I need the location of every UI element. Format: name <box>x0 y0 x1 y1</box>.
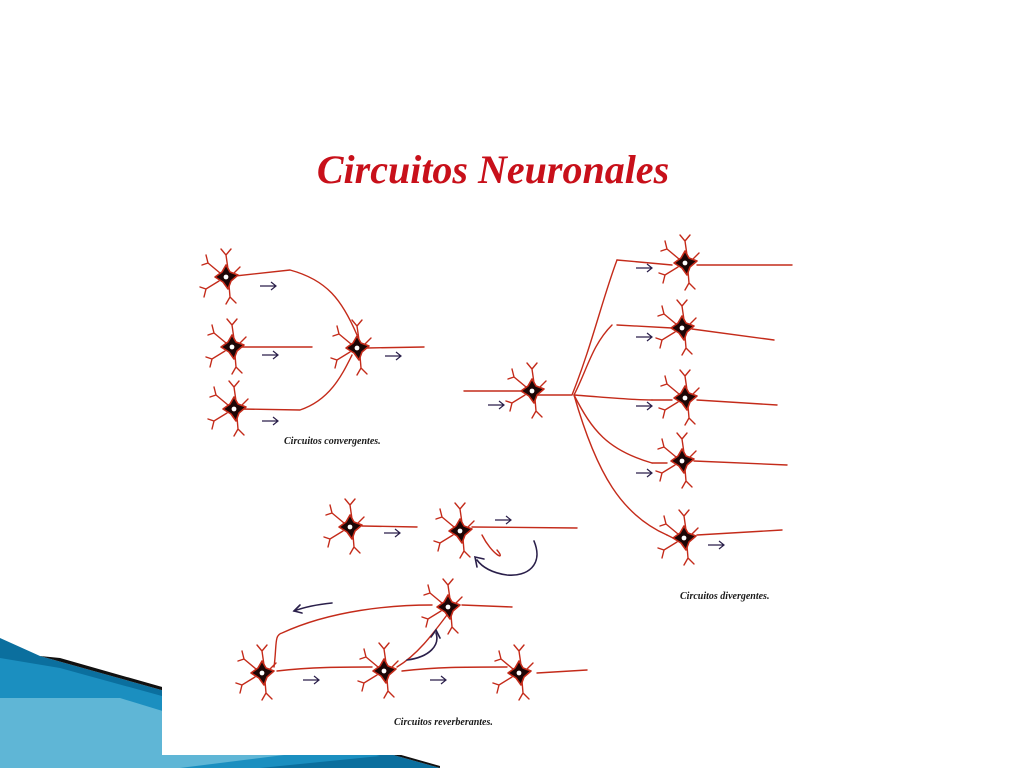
neuron-nucleus <box>231 406 237 412</box>
signal-arrow <box>430 675 447 685</box>
signal-arrow <box>385 351 402 361</box>
rev-bottom-axon-4 <box>536 669 588 674</box>
neuron-16 <box>492 644 534 701</box>
bottom-reverb-up-head <box>430 628 441 639</box>
neuron-14 <box>235 644 277 701</box>
neuron-circuits-figure: Circuitos convergentes. Circuitos diverg… <box>162 205 824 755</box>
rev-bottom-axon-3 <box>401 666 508 672</box>
caption-reverberant: Circuitos reverberantes. <box>394 717 493 728</box>
bottom-reverb-feedback-head <box>292 604 303 614</box>
neuron-diagram: Circuitos convergentes. Circuitos diverg… <box>199 234 793 728</box>
neuron-nucleus <box>679 458 685 464</box>
neuron-15 <box>357 642 399 699</box>
axon-layer <box>225 259 793 674</box>
top-reverb-loop-head <box>473 555 485 568</box>
rev-bottom-axon-1 <box>276 666 373 672</box>
rev-top-loop <box>481 534 501 557</box>
signal-arrow <box>636 401 653 411</box>
neuron-12 <box>433 502 475 559</box>
rev-bottom-axon-2 <box>396 614 448 668</box>
flow-arrow-layer <box>292 540 538 661</box>
neuron-nucleus <box>354 345 360 351</box>
signal-arrow <box>384 528 401 538</box>
neuron-nucleus <box>347 524 353 530</box>
div-out-4 <box>651 460 788 466</box>
neuron-nucleus <box>529 388 535 394</box>
neuron-nucleus <box>381 668 387 674</box>
div-branch-5 <box>573 394 668 536</box>
rev-top-axon-2 <box>471 526 578 529</box>
neuron-nucleus <box>457 528 463 534</box>
div-branch-4 <box>573 394 653 464</box>
bottom-reverb-feedback-arrow <box>293 602 333 612</box>
neuron-9 <box>655 432 697 489</box>
signal-arrow <box>262 350 279 360</box>
neuron-nucleus <box>682 395 688 401</box>
signal-arrow <box>303 675 320 685</box>
neuron-nucleus <box>681 535 687 541</box>
neuron-nucleus <box>679 325 685 331</box>
neuron-nucleus <box>682 260 688 266</box>
neuron-nucleus <box>445 604 451 610</box>
rev-top-axon-1 <box>361 525 418 528</box>
rev-bottom-out <box>461 604 513 608</box>
neuron-nucleus <box>259 670 265 676</box>
caption-convergent: Circuitos convergentes. <box>284 436 381 447</box>
neuron-8 <box>658 369 700 426</box>
caption-divergent: Circuitos divergentes. <box>680 591 769 602</box>
conv-axon-3 <box>239 354 353 411</box>
neuron-3 <box>207 380 249 437</box>
neuron-13 <box>421 578 463 635</box>
neuron-5 <box>505 362 547 419</box>
div-out-3 <box>651 399 778 406</box>
div-trunk <box>536 259 618 396</box>
neuron-7 <box>655 299 697 356</box>
neuron-nucleus <box>229 344 235 350</box>
signal-arrow <box>636 468 653 478</box>
neuron-2 <box>205 318 247 375</box>
div-out-2 <box>616 324 775 341</box>
conv-axon-1 <box>225 269 358 336</box>
neuron-1 <box>199 248 241 305</box>
neuron-nucleus <box>223 274 229 280</box>
signal-arrow-layer <box>260 263 725 685</box>
slide-title: Circuitos Neuronales <box>316 147 670 192</box>
div-out-1 <box>616 259 793 266</box>
neuron-nucleus <box>516 670 522 676</box>
rev-bottom-feedback <box>273 604 433 668</box>
neuron-10 <box>657 509 699 566</box>
conv-out-axon <box>366 346 425 349</box>
div-branch-3 <box>573 394 653 401</box>
bottom-reverb-up-arrow <box>406 632 438 661</box>
signal-arrow <box>260 281 277 291</box>
top-reverb-loop-arrow <box>476 540 538 576</box>
neuron-4 <box>330 319 372 376</box>
neuron-11 <box>323 498 365 555</box>
neuron-6 <box>658 234 700 291</box>
neuron-layer <box>199 234 700 701</box>
signal-arrow <box>708 540 725 550</box>
signal-arrow <box>636 263 653 273</box>
signal-arrow <box>495 515 512 525</box>
signal-arrow <box>488 400 505 410</box>
signal-arrow <box>262 416 279 426</box>
div-branch-2 <box>573 324 613 396</box>
signal-arrow <box>636 332 653 342</box>
